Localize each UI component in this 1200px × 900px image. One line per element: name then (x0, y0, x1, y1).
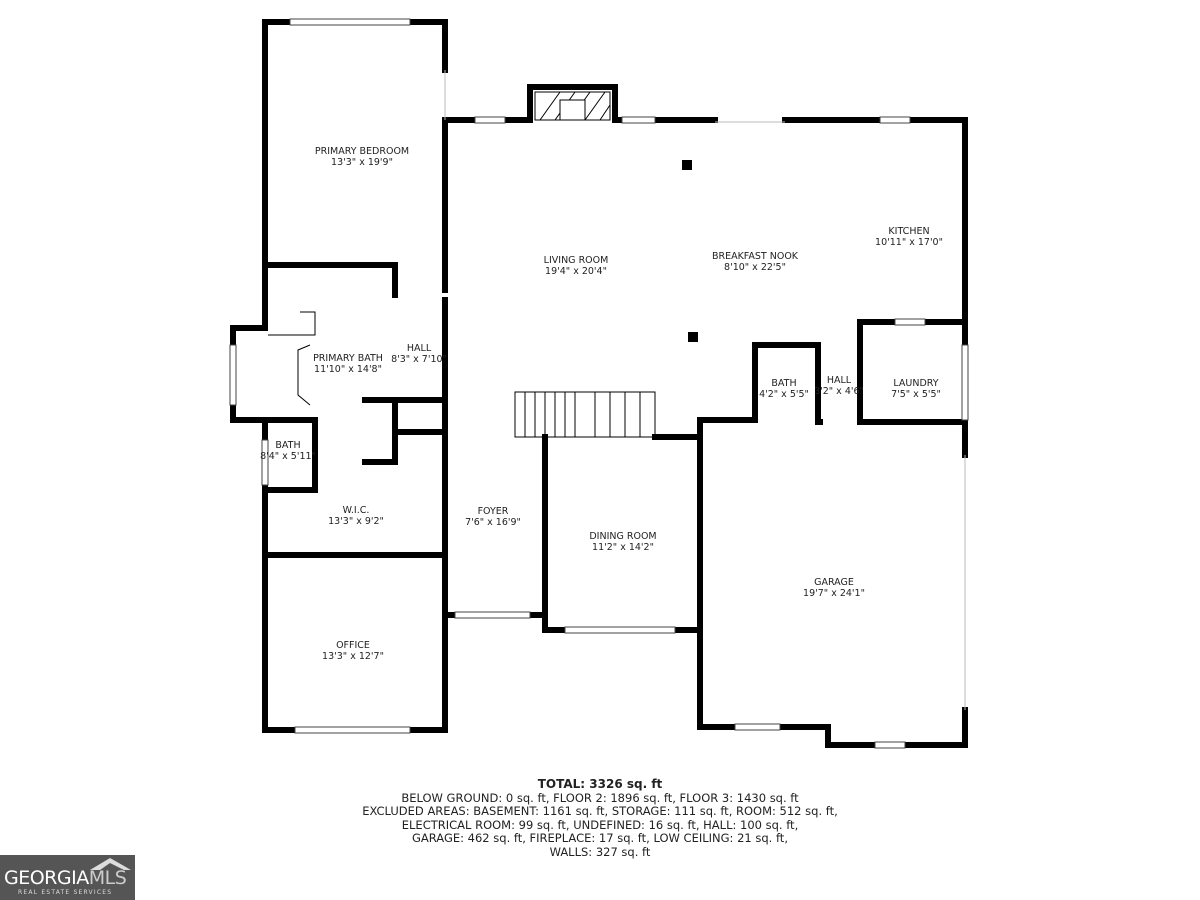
summary-line: EXCLUDED AREAS: BASEMENT: 1161 sq. ft, S… (362, 804, 838, 818)
room-name: W.I.C. (342, 505, 370, 516)
room-dims: 10'11" x 17'0" (875, 237, 943, 248)
room-dims: 13'3" x 9'2" (328, 516, 384, 527)
room-dims: 8'3" x 7'10" (391, 354, 447, 365)
area-summary: TOTAL: 3326 sq. ft BELOW GROUND: 0 sq. f… (300, 777, 900, 859)
fireplace-icon (534, 91, 611, 121)
summary-line: ELECTRICAL ROOM: 99 sq. ft, UNDEFINED: 1… (401, 817, 799, 832)
logo-text: GEORGIA (4, 867, 89, 889)
georgia-mls-logo: GEORGIAMLS REAL ESTATE SERVICES (0, 855, 135, 900)
room-name: PRIMARY BATH (313, 353, 383, 364)
room-dims: 4'2" x 5'5" (759, 389, 809, 400)
windows (229, 18, 969, 749)
room-dims: 7'6" x 16'9" (465, 517, 521, 528)
thin-lines (444, 70, 966, 710)
room-name: PRIMARY BEDROOM (314, 146, 410, 157)
room-label-wic: W.I.C.13'3" x 9'2" (328, 505, 384, 527)
room-dims: 13'3" x 19'9" (331, 157, 393, 168)
room-dims: 8'10" x 22'5" (724, 262, 786, 273)
room-name: BATH (771, 378, 797, 389)
room-name: BATH (275, 440, 301, 451)
room-dims: 3'2" x 4'6" (814, 386, 864, 397)
room-dims: 8'4" x 5'11" (260, 451, 316, 462)
total-area: TOTAL: 3326 sq. ft (537, 777, 663, 791)
roof-icon (90, 858, 131, 870)
room-dims: 19'4" x 20'4" (545, 266, 607, 277)
room-name: GARAGE (814, 577, 854, 588)
room-name: BREAKFAST NOOK (711, 251, 799, 262)
room-name: LIVING ROOM (543, 255, 609, 266)
stairs-icon (514, 391, 656, 438)
columns (682, 160, 698, 342)
room-dims: 7'5" x 5'5" (891, 389, 941, 400)
tub-icon (268, 311, 316, 406)
summary-line: WALLS: 327 sq. ft (549, 844, 651, 859)
room-dims: 11'2" x 14'2" (592, 542, 654, 553)
room-name: HALL (826, 375, 852, 386)
room-name: DINING ROOM (589, 531, 657, 542)
room-name: FOYER (477, 506, 509, 517)
logo-subtitle: REAL ESTATE SERVICES (18, 889, 113, 896)
room-name: KITCHEN (888, 226, 930, 237)
room-name: HALL (406, 343, 432, 354)
summary-line: GARAGE: 462 sq. ft, FIREPLACE: 17 sq. ft… (412, 831, 788, 845)
room-name: LAUNDRY (893, 378, 939, 389)
room-dims: 19'7" x 24'1" (803, 588, 865, 599)
room-name: OFFICE (336, 640, 370, 651)
room-dims: 13'3" x 12'7" (322, 651, 384, 662)
summary-line: BELOW GROUND: 0 sq. ft, FLOOR 2: 1896 sq… (401, 790, 799, 805)
room-dims: 11'10" x 14'8" (314, 364, 382, 375)
logo-text-mls: MLS (88, 867, 127, 889)
